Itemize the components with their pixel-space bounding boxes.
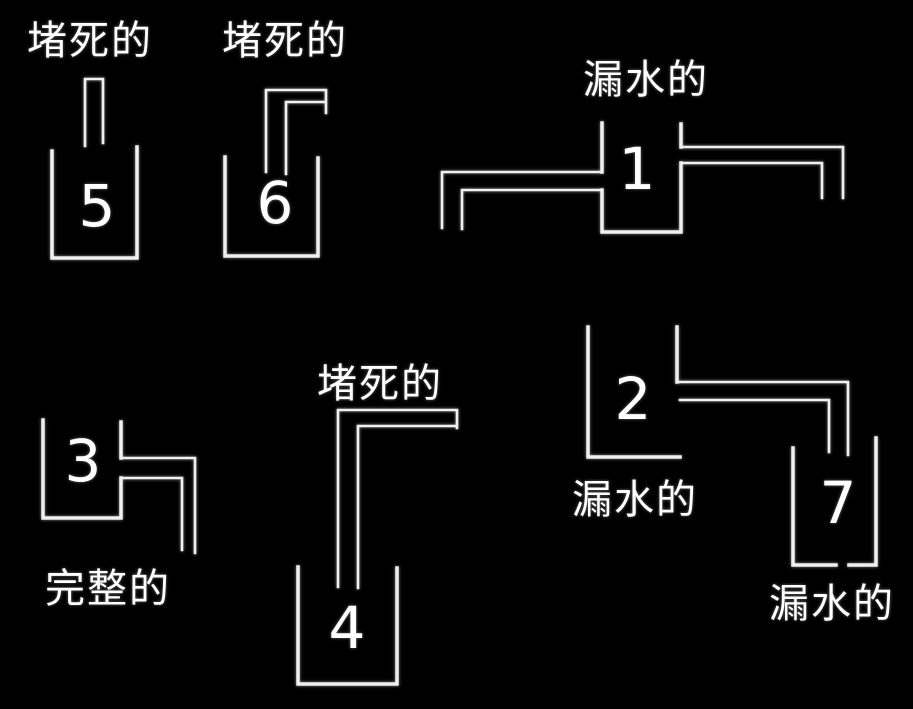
pipe-2-inner — [678, 398, 831, 454]
pipe-3-inner — [119, 476, 184, 552]
pipe-5-capped — [83, 77, 105, 148]
tank-2-number: 2 — [614, 365, 652, 433]
tank-7-status-label: 漏水的 — [769, 581, 895, 627]
pipe-4-outer — [336, 408, 459, 589]
tank-6-status-label: 堵死的 — [222, 18, 348, 64]
tank-4-number: 4 — [328, 594, 366, 662]
pipe-4-inner — [356, 424, 458, 590]
pipe-6-outer — [264, 88, 328, 174]
pipe-1-left-outer — [440, 170, 604, 230]
tank-5-status-label: 堵死的 — [27, 18, 153, 64]
pipe-1-right-outer — [679, 145, 845, 200]
tank-6-number: 6 — [256, 169, 294, 237]
tank-1-status-label: 漏水的 — [583, 57, 709, 103]
pipe-6-inner — [284, 100, 326, 176]
tank-7-number: 7 — [819, 469, 857, 537]
cup-5-walls — [50, 145, 139, 260]
tank-2-status-label: 漏水的 — [572, 477, 698, 523]
pipe-1-right-inner — [681, 161, 824, 200]
tank-2-walls — [586, 325, 682, 459]
tank-3-status-label: 完整的 — [45, 566, 171, 612]
tank-1-number: 1 — [618, 135, 656, 203]
pipe-3-outer — [119, 456, 197, 555]
tank-4-status-label: 堵死的 — [317, 361, 443, 407]
tank-3-walls — [41, 418, 123, 520]
tank-1-walls — [600, 121, 683, 234]
pipe-1-left-inner — [460, 188, 604, 231]
tank-3-number: 3 — [64, 427, 102, 495]
tank-5-number: 5 — [78, 172, 116, 240]
pipe-2-outer — [675, 380, 850, 457]
cup-6-walls — [223, 155, 320, 258]
cup-4-walls — [296, 565, 399, 686]
tank-7-walls — [791, 436, 878, 567]
